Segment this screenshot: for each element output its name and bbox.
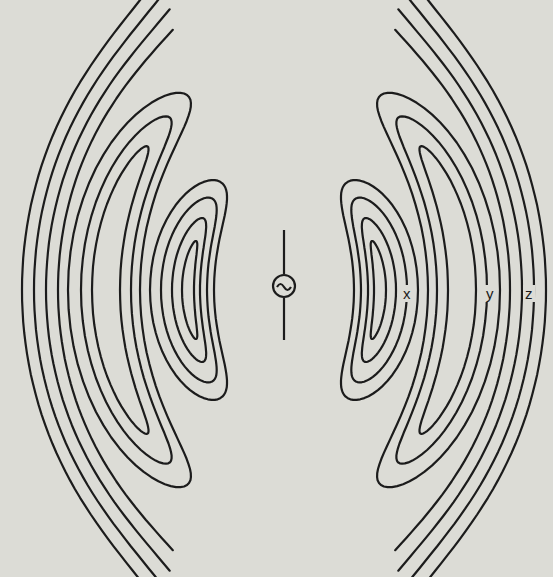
field-line: [161, 198, 217, 383]
field-line-group: [22, 0, 546, 577]
field-line: [150, 180, 227, 400]
dipole-antenna: [273, 230, 295, 340]
antenna-arm: [283, 298, 285, 340]
field-line: [362, 218, 396, 362]
point-label: x: [401, 285, 413, 302]
field-line: [182, 241, 197, 339]
field-line: [22, 0, 165, 577]
field-line: [403, 0, 546, 577]
point-label: z: [523, 285, 535, 302]
field-line: [58, 30, 173, 550]
field-line: [395, 30, 510, 550]
source-symbol: [273, 275, 295, 297]
field-line: [172, 218, 206, 362]
field-line: [401, 0, 534, 577]
field-line: [398, 9, 522, 570]
field-line: [351, 198, 407, 383]
field-line: [396, 116, 487, 463]
point-label: y: [484, 285, 496, 302]
field-line: [341, 180, 418, 400]
field-line: [371, 241, 386, 339]
antenna-arm: [283, 230, 285, 274]
ac-symbol: [277, 284, 291, 290]
field-line: [81, 116, 172, 463]
field-line: [46, 9, 170, 570]
field-line: [34, 0, 167, 577]
